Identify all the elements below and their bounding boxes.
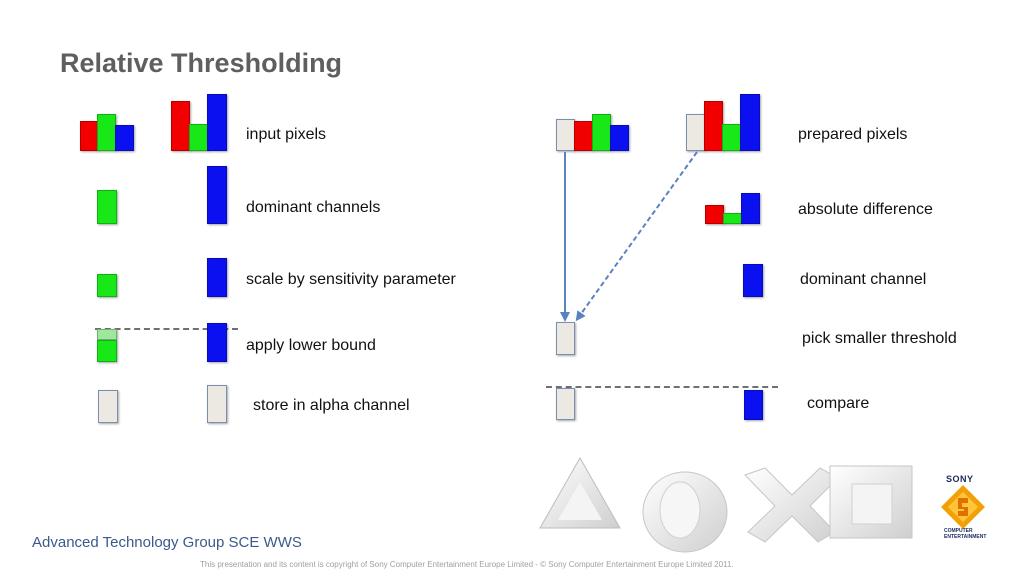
circle-shape <box>642 471 728 553</box>
sony-wordmark: SONY <box>946 474 974 484</box>
pixel-2-blue-bar <box>207 94 227 151</box>
lower-bound-fill <box>97 329 117 340</box>
label-prepared-pixels: prepared pixels <box>798 126 908 143</box>
sony-ce-logo-icon <box>941 485 985 529</box>
label-lower-bound: apply lower bound <box>246 337 376 354</box>
label-pick-smaller: pick smaller threshold <box>802 330 957 347</box>
footer-group-name: Advanced Technology Group SCE WWS <box>32 534 302 551</box>
label-input-pixels: input pixels <box>246 126 327 143</box>
bounded-blue-bar <box>207 323 227 362</box>
dashed-arrow <box>575 151 698 322</box>
label-scale: scale by sensitivity parameter <box>246 271 456 288</box>
compare-threshold-bar <box>556 388 575 420</box>
label-dominant-channels: dominant channels <box>246 199 381 216</box>
prepared-2-blue-bar <box>740 94 760 151</box>
bounded-green-bar <box>97 340 117 362</box>
scaled-green-bar <box>97 274 117 297</box>
triangle-shape <box>539 456 621 529</box>
slide-title: Relative Thresholding <box>60 48 343 78</box>
footer-copyright: This presentation and its content is cop… <box>200 560 734 569</box>
diff-blue-bar <box>741 193 760 224</box>
label-compare: compare <box>807 395 870 412</box>
diff-dominant-blue-bar <box>743 264 763 297</box>
prepared-1-blue-bar <box>610 125 629 151</box>
compare-threshold-line <box>546 386 778 388</box>
smaller-threshold-bar <box>556 322 575 355</box>
label-absolute-difference: absolute difference <box>798 201 933 218</box>
alpha-bar-2 <box>207 385 227 423</box>
pixel-1-blue-bar <box>115 125 134 151</box>
playstation-shapes-decoration <box>539 456 913 553</box>
lower-bound-line <box>95 328 238 330</box>
dominant-green-bar <box>97 190 117 224</box>
alpha-bar-1 <box>98 390 118 423</box>
compare-blue-bar <box>744 390 763 420</box>
label-store-alpha: store in alpha channel <box>253 397 410 414</box>
sony-ce-caption: COMPUTER ENTERTAINMENT <box>944 528 987 540</box>
cross-shape <box>744 467 839 543</box>
label-dominant-channel: dominant channel <box>800 271 927 288</box>
scaled-blue-bar <box>207 258 227 297</box>
square-shape <box>829 465 913 539</box>
dominant-blue-bar <box>207 166 227 224</box>
